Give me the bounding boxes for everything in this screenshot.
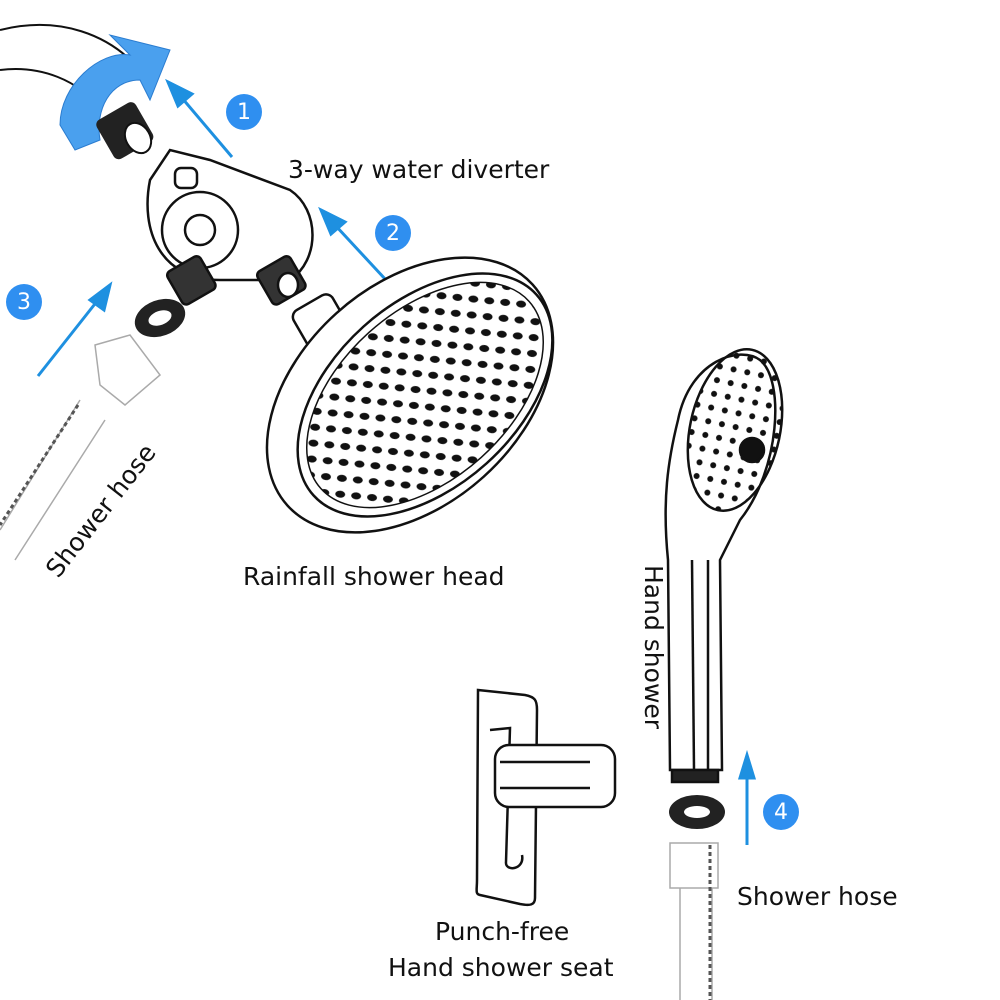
rubber-washer (134, 298, 186, 338)
rainfall-shower-head (265, 256, 555, 534)
rubber-washer (669, 795, 725, 829)
label-seat-line1: Punch-free (435, 917, 570, 946)
pipe-thread (96, 102, 154, 160)
shower-hose-right (669, 842, 719, 1000)
label-hand-shower: Hand shower (639, 565, 668, 730)
step-arrows (36, 78, 757, 845)
step-badge-1: 1 (226, 94, 262, 130)
hand-shower (664, 347, 784, 784)
step-badge-3: 3 (6, 284, 42, 320)
three-way-diverter (146, 148, 314, 306)
label-diverter: 3-way water diverter (288, 155, 550, 184)
label-rainfall-head: Rainfall shower head (243, 562, 505, 591)
label-shower-hose-right: Shower hose (737, 882, 898, 911)
punch-free-seat (475, 688, 617, 907)
label-seat-line2: Hand shower seat (388, 953, 614, 982)
step-badge-4: 4 (763, 794, 799, 830)
step-badge-2: 2 (375, 215, 411, 251)
shower-hose-left (0, 334, 162, 561)
